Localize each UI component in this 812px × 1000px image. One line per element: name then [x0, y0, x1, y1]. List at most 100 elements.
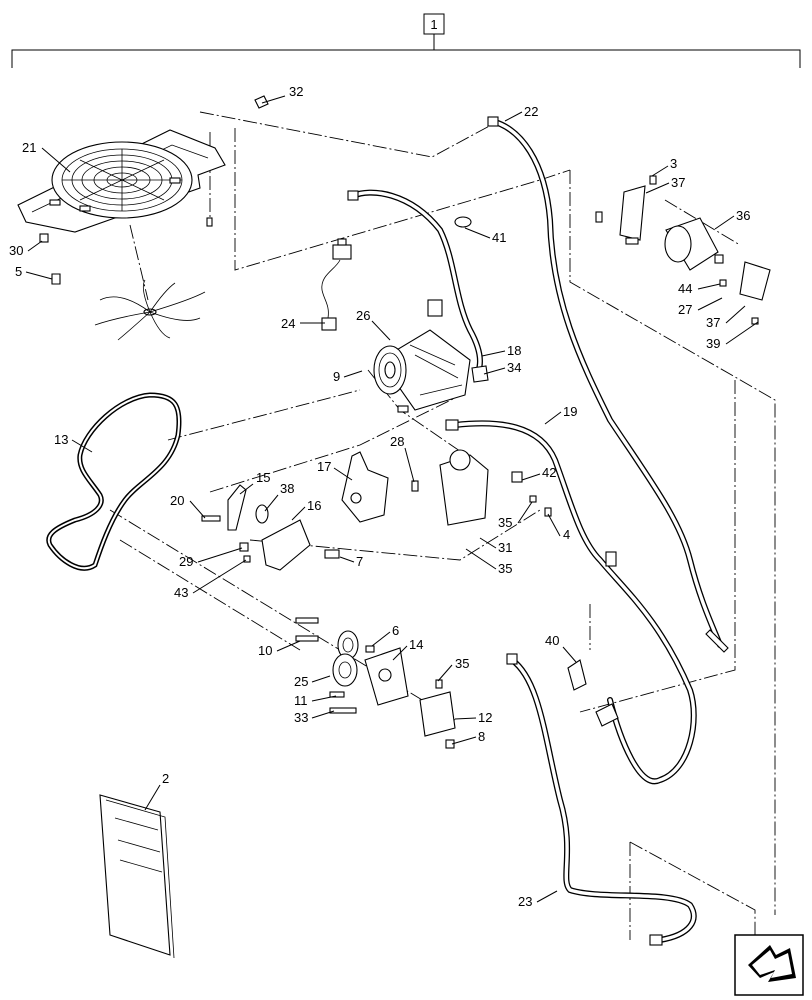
- callout-leader: [517, 501, 533, 524]
- callout-leader: [343, 370, 363, 378]
- callout-label-3[interactable]: 3: [670, 156, 677, 171]
- callout-leader: [404, 447, 415, 483]
- assembly-number[interactable]: 1: [430, 17, 437, 32]
- operator-manual-2: [99, 794, 175, 959]
- callout-label-23[interactable]: 23: [518, 894, 532, 909]
- callout-label-37[interactable]: 37: [706, 315, 720, 330]
- callout-leader: [71, 439, 93, 453]
- callout-label-14[interactable]: 14: [409, 637, 423, 652]
- bracket-17: [341, 451, 389, 523]
- fan-blade: [94, 279, 206, 341]
- callout-leader: [192, 559, 247, 594]
- callout-label-6[interactable]: 6: [392, 623, 399, 638]
- callout-label-38[interactable]: 38: [280, 481, 294, 496]
- callout-leader: [465, 548, 497, 570]
- callout-label-34[interactable]: 34: [507, 360, 521, 375]
- callout-leader: [651, 165, 669, 177]
- bracket-receiver: [411, 449, 552, 526]
- callout-label-22[interactable]: 22: [524, 104, 538, 119]
- callout-label-25[interactable]: 25: [294, 674, 308, 689]
- callout-label-37[interactable]: 37: [671, 175, 685, 190]
- callout-label-33[interactable]: 33: [294, 710, 308, 725]
- callout-leader: [189, 500, 206, 519]
- callout-label-32[interactable]: 32: [289, 84, 303, 99]
- callout-leader: [481, 350, 506, 357]
- callout-leader: [25, 271, 53, 280]
- callout-leader: [261, 95, 286, 104]
- callout-label-10[interactable]: 10: [258, 643, 272, 658]
- next-page-arrow-icon[interactable]: [734, 934, 804, 996]
- callout-label-35[interactable]: 35: [455, 656, 469, 671]
- callout-label-4[interactable]: 4: [563, 527, 570, 542]
- callout-label-16[interactable]: 16: [307, 498, 321, 513]
- compressor-26: [373, 299, 471, 413]
- callout-leader: [725, 321, 759, 345]
- callout-label-41[interactable]: 41: [492, 230, 506, 245]
- hose-23: [506, 653, 697, 946]
- callout-leader: [697, 283, 721, 290]
- callout-label-17[interactable]: 17: [317, 459, 331, 474]
- callout-leader: [339, 556, 355, 563]
- callout-label-31[interactable]: 31: [498, 540, 512, 555]
- callout-leader: [311, 675, 331, 683]
- hose-19: [445, 419, 697, 785]
- callout-label-21[interactable]: 21: [22, 140, 36, 155]
- callout-label-20[interactable]: 20: [170, 493, 184, 508]
- callout-label-44[interactable]: 44: [678, 281, 692, 296]
- callout-leader: [239, 483, 254, 495]
- callout-label-30[interactable]: 30: [9, 243, 23, 258]
- callout-leader: [645, 182, 670, 194]
- callout-label-36[interactable]: 36: [736, 208, 750, 223]
- callout-leader: [483, 367, 506, 375]
- wiring-harness-24: [321, 238, 352, 331]
- callout-leader: [41, 147, 71, 173]
- callout-leader: [264, 494, 279, 512]
- callout-label-26[interactable]: 26: [356, 308, 370, 323]
- callout-leader: [521, 473, 541, 481]
- callout-label-7[interactable]: 7: [356, 554, 363, 569]
- callout-leader: [697, 297, 723, 311]
- callout-leader: [547, 513, 561, 537]
- callout-label-15[interactable]: 15: [256, 470, 270, 485]
- callout-label-13[interactable]: 13: [54, 432, 68, 447]
- callout-label-18[interactable]: 18: [507, 343, 521, 358]
- callout-label-11[interactable]: 11: [294, 693, 308, 708]
- callout-label-40[interactable]: 40: [545, 633, 559, 648]
- callout-leader: [504, 111, 523, 122]
- callout-leader: [562, 646, 577, 663]
- callout-label-35[interactable]: 35: [498, 561, 512, 576]
- callout-leader: [454, 717, 477, 720]
- callout-leader: [392, 645, 408, 661]
- callout-leader: [725, 305, 746, 324]
- callout-leader: [464, 227, 491, 239]
- pulley-assembly: [295, 617, 456, 749]
- callout-leader: [371, 631, 391, 647]
- callout-leader: [536, 890, 558, 903]
- callout-label-2[interactable]: 2: [162, 771, 169, 786]
- callout-label-5[interactable]: 5: [15, 264, 22, 279]
- callout-label-43[interactable]: 43: [174, 585, 188, 600]
- callout-leader: [291, 506, 306, 521]
- belt-13: [46, 392, 182, 571]
- callout-leader: [276, 640, 301, 652]
- callout-label-9[interactable]: 9: [333, 369, 340, 384]
- callout-label-35[interactable]: 35: [498, 515, 512, 530]
- callout-label-42[interactable]: 42: [542, 465, 556, 480]
- callout-label-28[interactable]: 28: [390, 434, 404, 449]
- callout-leader: [371, 320, 391, 341]
- callout-leader: [714, 215, 735, 230]
- callout-label-24[interactable]: 24: [281, 316, 295, 331]
- callout-leader: [27, 240, 43, 252]
- callout-label-12[interactable]: 12: [478, 710, 492, 725]
- callout-label-29[interactable]: 29: [179, 554, 193, 569]
- hose-41: [347, 189, 489, 383]
- callout-leader: [197, 547, 243, 563]
- fan-shroud: [17, 129, 226, 233]
- callout-leader: [437, 664, 453, 682]
- callout-label-8[interactable]: 8: [478, 729, 485, 744]
- callout-label-27[interactable]: 27: [678, 302, 692, 317]
- callout-label-39[interactable]: 39: [706, 336, 720, 351]
- callout-label-19[interactable]: 19: [563, 404, 577, 419]
